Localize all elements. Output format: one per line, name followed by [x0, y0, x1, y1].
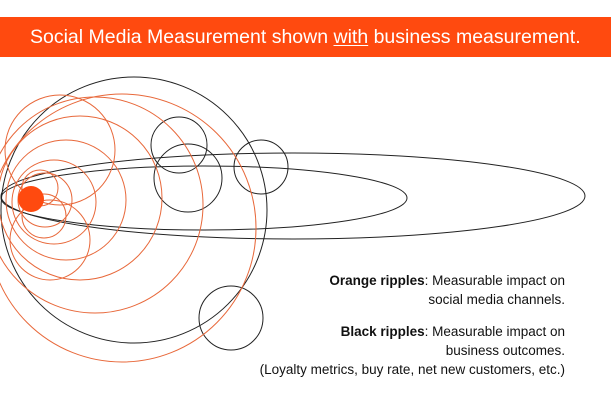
black-ripple-medium-right — [233, 139, 289, 195]
orange-origin-dot — [18, 186, 44, 212]
orange-ripple-8 — [21, 193, 67, 239]
legend-black-desc-1: : Measurable impact on — [424, 324, 565, 339]
orange-ripple-5 — [11, 159, 97, 245]
title-banner: Social Media Measurement shown with busi… — [0, 17, 611, 57]
orange-ripple-1 — [0, 93, 257, 363]
title-text-after: business measurement. — [368, 26, 581, 48]
orange-ripple-9 — [4, 94, 116, 206]
black-ripples — [0, 76, 586, 351]
legend-orange-desc-1: : Measurable impact on — [424, 273, 565, 288]
orange-ripple-3 — [0, 115, 163, 281]
orange-ripple-6 — [17, 172, 73, 228]
black-ripple-medium-center — [153, 143, 223, 213]
orange-ripple-4 — [5, 139, 127, 261]
legend-black-term: Black ripples — [340, 324, 425, 339]
title-emphasis: with — [333, 26, 369, 48]
legend-orange-desc-2: social media channels. — [428, 292, 565, 307]
legend-black-desc-2: business outcomes. — [445, 343, 565, 358]
legend: Orange ripples: Measurable impact on soc… — [205, 271, 565, 392]
orange-ripple-10 — [9, 199, 91, 281]
black-ripple-medium-upper — [150, 116, 208, 174]
title-text-before: Social Media Measurement shown — [30, 26, 334, 48]
orange-ripples — [0, 93, 257, 363]
legend-black-desc-3: (Loyalty metrics, buy rate, net new cust… — [259, 362, 565, 377]
black-ripple-large — [0, 76, 268, 344]
orange-ripple-2 — [0, 96, 204, 314]
legend-orange: Orange ripples: Measurable impact on soc… — [205, 271, 565, 309]
legend-orange-term: Orange ripples — [329, 273, 425, 288]
black-ripple-small-bottom — [198, 285, 264, 351]
black-ripple-elongated-short — [0, 165, 408, 231]
legend-black: Black ripples: Measurable impact on busi… — [205, 322, 565, 379]
